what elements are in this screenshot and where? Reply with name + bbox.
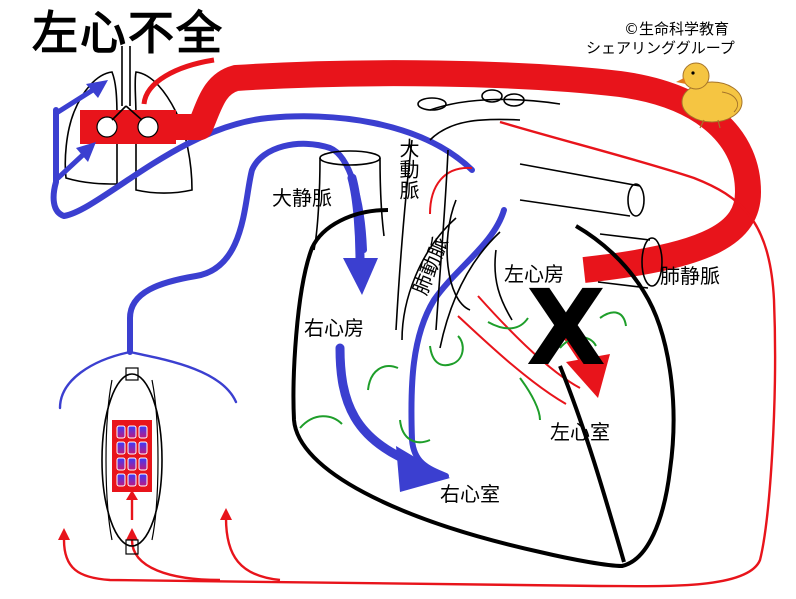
vena-cava-opening (319, 150, 381, 166)
arrowhead-left-lung-upper (86, 80, 108, 98)
tissue-inner-line-right (151, 379, 159, 541)
heart-valves (299, 311, 627, 444)
blue-arrow-to-left-lung-upper (55, 85, 99, 115)
pulmonary-vein-tube-upper (519, 163, 641, 217)
right-lung-outline (134, 71, 193, 194)
label-pulmonary-vein: 肺静脈 (660, 264, 720, 288)
lung-alveolus-right (137, 116, 159, 138)
valve-4 (429, 335, 464, 367)
tissue-inner-line-left (105, 379, 113, 541)
capillary-vein-branches (58, 350, 238, 410)
aorta-arch (429, 98, 561, 141)
vena-cava-flow-arrow (347, 173, 365, 267)
pulmonary-trunk-sides (401, 217, 501, 349)
arrowhead-right-ventricle (396, 446, 450, 492)
septum-line (558, 365, 626, 563)
aorta-inner-red (429, 166, 473, 215)
valve-8 (599, 311, 627, 327)
left-heart-failure-x-mark: X (526, 267, 606, 389)
arrowhead-left-ventricle (566, 354, 610, 398)
chick-head (682, 62, 710, 90)
valve-2 (299, 415, 343, 429)
right-ventricle-flow-arrow (335, 343, 421, 469)
label-vena-cava: 大静脈 (272, 186, 332, 210)
chick-eye (691, 71, 695, 75)
systemic-artery-branch-1 (130, 539, 221, 582)
systemic-vein-to-heart (127, 140, 367, 355)
label-left-atrium: 左心房 (504, 262, 564, 286)
arterial-arrowheads (58, 294, 610, 540)
aorta-column (395, 139, 449, 331)
valve-7 (559, 336, 597, 349)
pulmonary-vein-opening-lower (641, 237, 663, 287)
chick-legs (699, 119, 721, 129)
label-aorta: 大動脈 (396, 138, 420, 201)
pulmonary-artery-to-lungs (50, 107, 475, 219)
valve-6 (519, 377, 541, 421)
atrium-inner-line (446, 199, 513, 321)
arrowhead-artery-branch-c (220, 508, 232, 520)
heart-outline (291, 208, 676, 568)
credit-line-2: シェアリンググループ (586, 39, 735, 57)
trachea (121, 46, 131, 106)
body-tissue (101, 367, 163, 555)
systemic-artery-branch-2 (224, 517, 281, 582)
tissue-red-up-arrowhead (126, 490, 138, 500)
arterial-vessels (62, 57, 777, 588)
arrowhead-left-lung-lower (76, 142, 96, 162)
pulmonary-vein-main (176, 60, 761, 283)
tissue-cells (116, 425, 148, 487)
venous-vessels (50, 85, 507, 479)
pulmonary-vein-tube-lower (597, 233, 651, 289)
arrowhead-artery-branch-a (58, 528, 70, 540)
tissue-top-port (125, 367, 139, 381)
valve-5 (487, 317, 529, 330)
valve-3 (399, 419, 431, 444)
aorta-branch-2 (481, 89, 503, 103)
lung-capillary-box (80, 110, 176, 144)
arrowhead-vena-cava (343, 258, 378, 295)
bronchi (111, 105, 143, 121)
arrowhead-artery-branch-b (126, 528, 138, 540)
left-heart-inner-red-line-2 (477, 295, 581, 389)
chick-body (681, 81, 743, 123)
aorta-branch-1 (417, 97, 447, 111)
label-left-ventricle: 左心室 (550, 420, 610, 444)
lung-alveolus-left (96, 116, 118, 138)
tissue-bottom-port (125, 539, 139, 555)
diagram-title: 左心不全 (32, 6, 224, 60)
lung-upper-red-branch (141, 57, 215, 105)
chick-beak (676, 78, 686, 84)
valve-1 (367, 365, 399, 391)
label-right-ventricle: 右心室 (440, 482, 500, 506)
pulmonary-artery-inner-flow (408, 207, 507, 479)
aorta-branch-3 (503, 93, 525, 107)
credit-line-1: ©生命科学教育 (624, 20, 730, 38)
label-right-atrium: 右心房 (304, 316, 364, 340)
great-vessels (313, 89, 663, 349)
heart-wall-outer (291, 208, 676, 568)
tissue-outline (101, 373, 163, 547)
venous-arrowheads (76, 80, 450, 492)
left-heart-inner-red-line-1 (457, 315, 567, 405)
aorta-to-body-red (62, 120, 777, 588)
red-arrow-shaft-left-ventricle (539, 294, 597, 374)
vena-cava-tube (313, 157, 385, 251)
pulmonary-vein-opening-upper (627, 183, 645, 217)
blue-arrow-to-left-lung-lower (55, 149, 89, 181)
chick-wing (721, 91, 738, 113)
chick-mascot (676, 62, 743, 129)
